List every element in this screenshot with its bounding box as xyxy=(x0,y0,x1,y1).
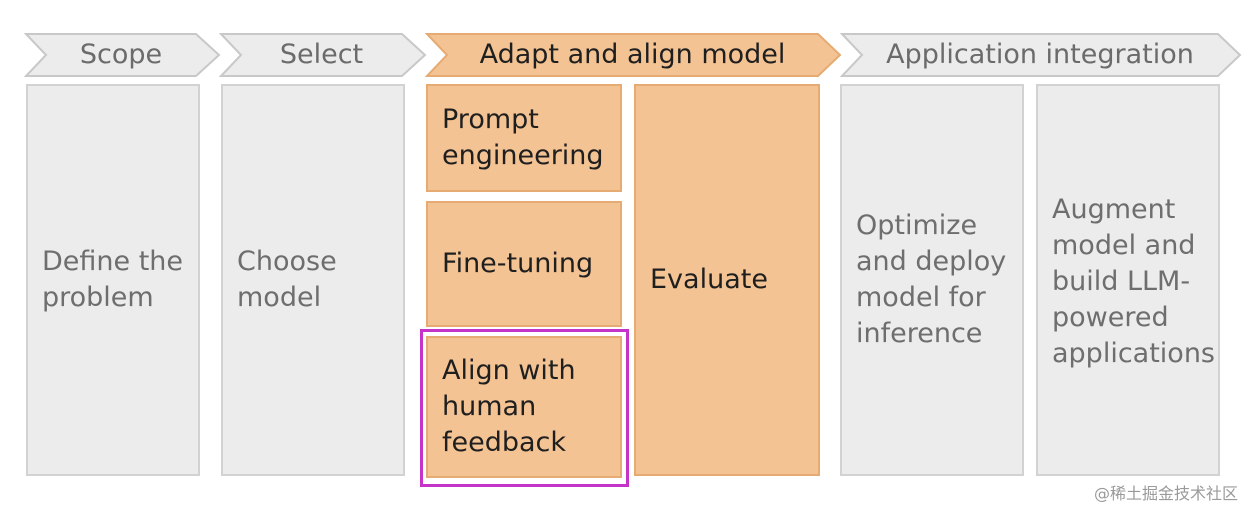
box-fine-tuning-label: Fine-tuning xyxy=(442,248,594,279)
box-align-human-feedback-label: Align with human feedback xyxy=(442,355,576,458)
chevron-select xyxy=(218,33,427,77)
box-prompt-engineering: Prompt engineering xyxy=(426,84,622,192)
box-augment-model-label: Augment model and build LLM- powered app… xyxy=(1052,194,1216,369)
box-optimize-deploy-label: Optimize and deploy model for inference xyxy=(856,210,1007,349)
box-fine-tuning: Fine-tuning xyxy=(426,201,622,327)
box-prompt-engineering-label: Prompt engineering xyxy=(442,104,604,171)
box-align-human-feedback: Align with human feedback xyxy=(426,336,622,478)
box-augment-model: Augment model and build LLM- powered app… xyxy=(1036,84,1220,476)
stage-chevrons xyxy=(23,33,1242,77)
stage-label-adapt-align: Adapt and align model xyxy=(479,39,786,70)
stage-label-select: Select xyxy=(279,39,364,70)
chevron-adapt-align xyxy=(424,33,842,77)
box-define-problem-label: Define the problem xyxy=(42,246,184,313)
box-choose-model: Choose model xyxy=(221,84,405,476)
box-optimize-deploy: Optimize and deploy model for inference xyxy=(840,84,1024,476)
chevron-application-integration xyxy=(839,33,1242,77)
box-define-problem: Define the problem xyxy=(26,84,200,476)
box-evaluate: Evaluate xyxy=(634,84,820,476)
stage-label-application-integration: Application integration xyxy=(886,39,1194,70)
watermark: @稀土掘金技术社区 xyxy=(1093,484,1238,503)
stage-label-scope: Scope xyxy=(79,39,163,70)
box-choose-model-label: Choose model xyxy=(237,246,337,313)
box-evaluate-label: Evaluate xyxy=(650,264,768,295)
chevron-scope xyxy=(23,33,221,77)
